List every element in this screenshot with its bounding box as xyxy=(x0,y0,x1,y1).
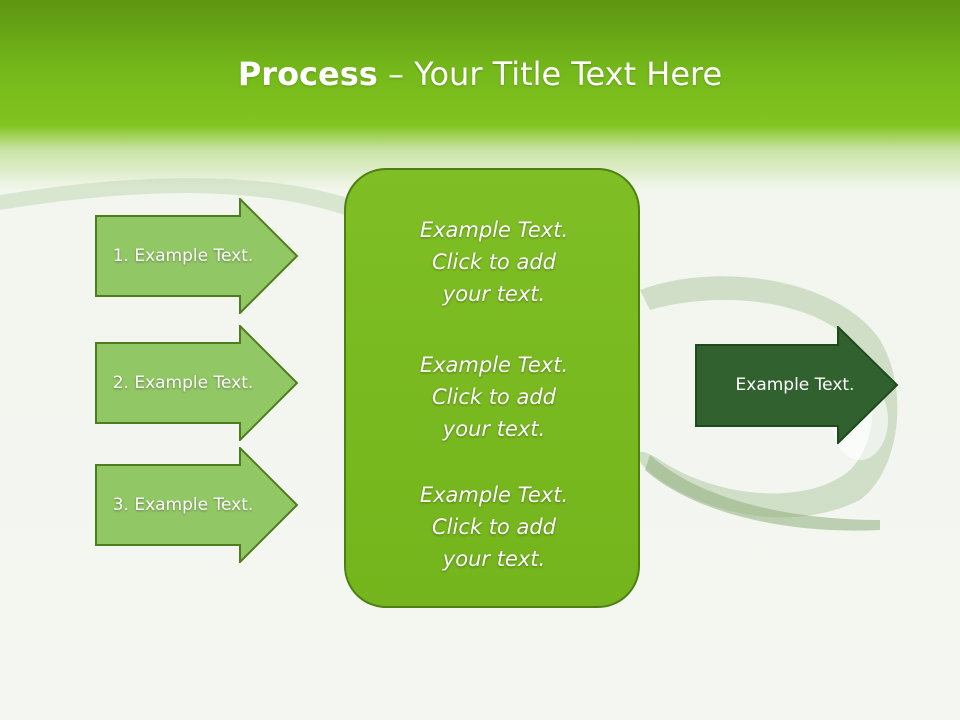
arrow-shape xyxy=(695,326,899,444)
result-arrow[interactable]: Example Text. xyxy=(695,326,900,444)
center-text-block-3: Example Text. Click to add your text. xyxy=(346,479,642,575)
center-text-box[interactable]: Example Text. Click to add your text. Ex… xyxy=(344,168,640,608)
arrow-shape xyxy=(95,325,299,441)
block-line: your text. xyxy=(442,417,546,441)
center-text-block-2: Example Text. Click to add your text. xyxy=(346,349,642,445)
block-line: Example Text. xyxy=(419,218,569,242)
arrow-shape xyxy=(95,198,299,314)
arrow-shape xyxy=(95,447,299,563)
block-line: Click to add xyxy=(431,385,556,409)
step-arrow-2[interactable]: 2. Example Text. xyxy=(95,325,300,441)
step-arrow-label: 2. Example Text. xyxy=(112,373,254,393)
block-line: Example Text. xyxy=(419,353,569,377)
block-line: your text. xyxy=(442,282,546,306)
step-arrow-label: 1. Example Text. xyxy=(112,246,254,266)
step-arrow-1[interactable]: 1. Example Text. xyxy=(95,198,300,314)
slide-title: Process – Your Title Text Here xyxy=(0,52,960,96)
block-line: Example Text. xyxy=(419,483,569,507)
step-arrow-label: 3. Example Text. xyxy=(112,495,254,515)
step-arrow-3[interactable]: 3. Example Text. xyxy=(95,447,300,563)
title-rest: Your Title Text Here xyxy=(414,55,723,93)
block-line: your text. xyxy=(442,547,546,571)
center-text-block-1: Example Text. Click to add your text. xyxy=(346,214,642,310)
result-arrow-label: Example Text. xyxy=(735,375,855,395)
title-bold: Process xyxy=(237,55,378,93)
block-line: Click to add xyxy=(431,250,556,274)
block-line: Click to add xyxy=(431,515,556,539)
title-separator: – xyxy=(377,55,415,93)
